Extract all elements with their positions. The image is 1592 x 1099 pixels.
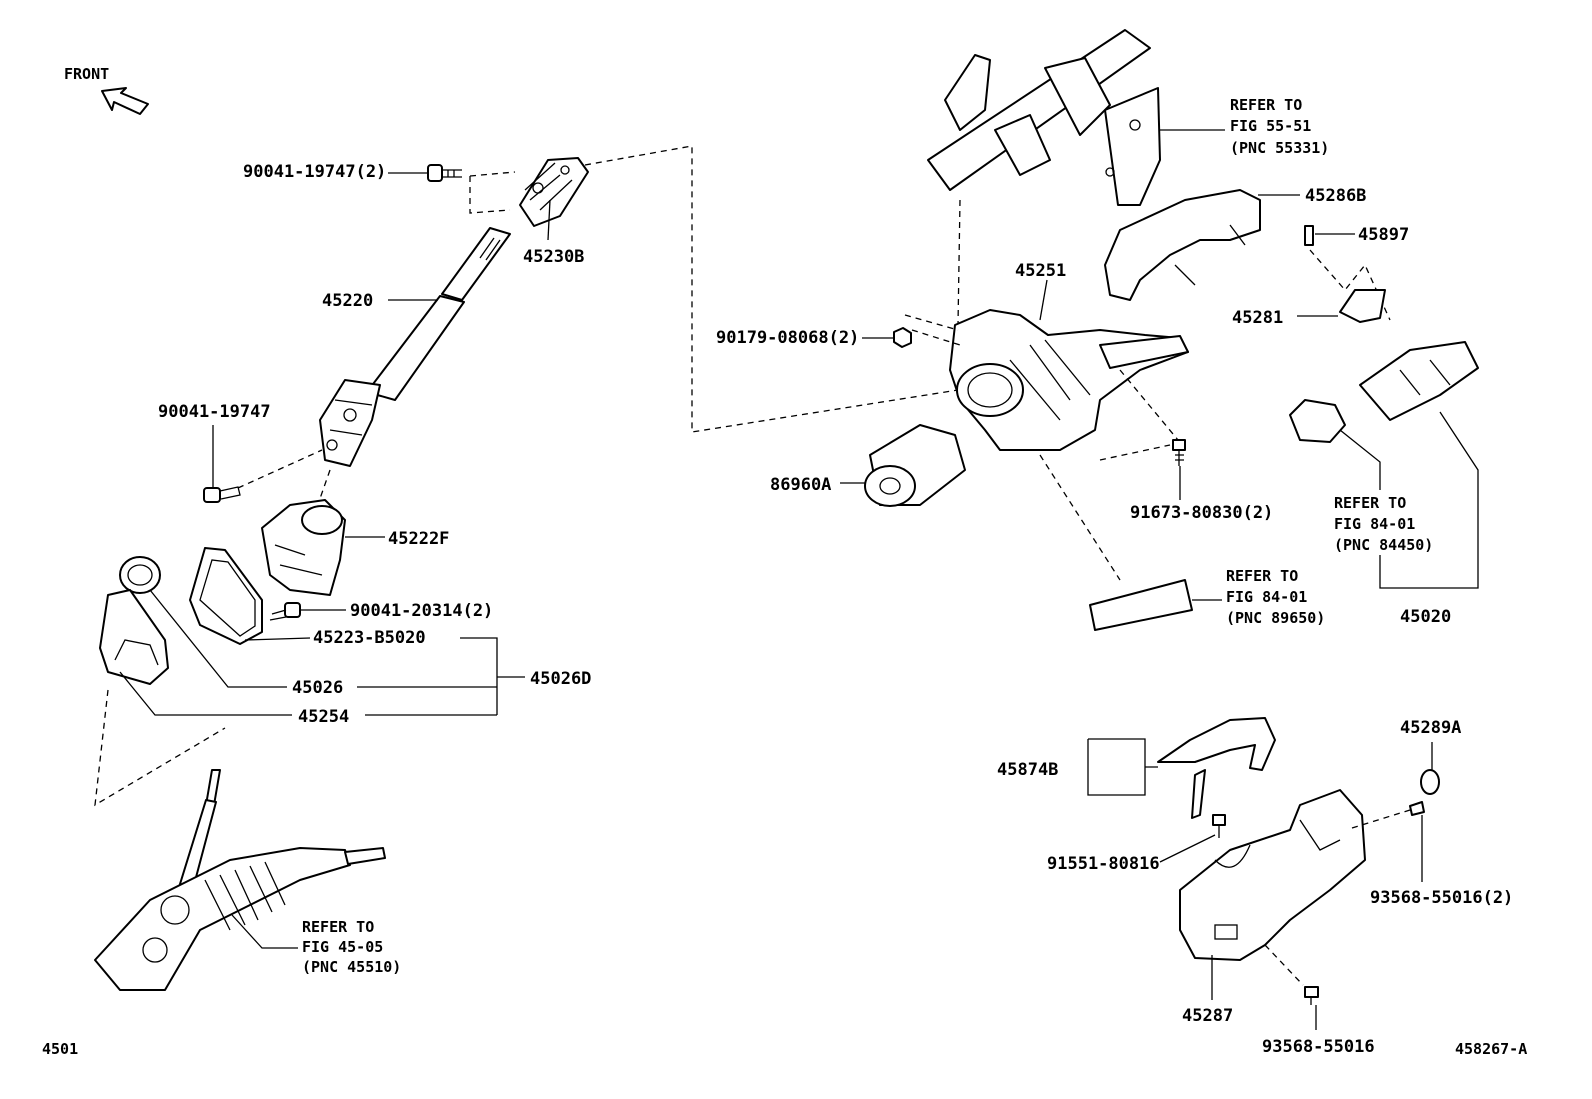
steering-boot-45222f: [261, 499, 346, 596]
label-93568-55016-2: 93568-55016(2): [1370, 888, 1513, 908]
pin-45897: [1304, 225, 1314, 246]
label-90041-19747-2: 90041-19747(2): [243, 162, 386, 182]
label-91673-80830-2: 91673-80830(2): [1130, 503, 1273, 523]
ignition-lock-45020: [1359, 341, 1479, 421]
svg-text:FIG 55-51: FIG 55-51: [1230, 117, 1311, 135]
steering-gear-assembly: [94, 769, 386, 991]
column-cover-upper-45286b: [1104, 189, 1261, 301]
label-45254: 45254: [298, 707, 349, 727]
label-93568-55016: 93568-55016: [1262, 1037, 1375, 1057]
label-45223-b5020: 45223-B5020: [313, 628, 426, 648]
label-45220: 45220: [322, 291, 373, 311]
label-45281: 45281: [1232, 308, 1283, 328]
steering-column-assembly-45251: [949, 309, 1189, 451]
label-90041-20314-2: 90041-20314(2): [350, 601, 493, 621]
page-code-left: 4501: [42, 1040, 78, 1058]
refer-fig-55-51: REFER TO FIG 55-51 (PNC 55331): [1230, 96, 1329, 157]
bolt-90041-19747-2: [427, 164, 462, 182]
label-45289a: 45289A: [1400, 718, 1461, 738]
label-45230b: 45230B: [523, 247, 584, 267]
column-cover-45874b: [1157, 717, 1276, 819]
clip-45289a: [1420, 769, 1440, 795]
refer-fig-45-05: REFER TO FIG 45-05 (PNC 45510): [302, 918, 401, 976]
refer-fig-84-01-89650: REFER TO FIG 84-01 (PNC 89650): [1226, 567, 1325, 627]
label-45020: 45020: [1400, 607, 1451, 627]
label-90041-19747: 90041-19747: [158, 402, 271, 422]
eps-motor-86960a: [864, 424, 966, 507]
svg-text:REFER TO: REFER TO: [302, 918, 374, 936]
universal-joint-45230b: [519, 157, 589, 227]
bolt-91673-80830-2: [1172, 439, 1186, 466]
svg-text:(PNC 84450): (PNC 84450): [1334, 536, 1433, 554]
refer-fig-84-01-84450: REFER TO FIG 84-01 (PNC 84450): [1334, 494, 1433, 554]
bracket-45281: [1339, 289, 1386, 323]
label-45287: 45287: [1182, 1006, 1233, 1026]
bolt-90041-19747: [203, 486, 241, 503]
label-86960a: 86960A: [770, 475, 831, 495]
svg-text:(PNC 55331): (PNC 55331): [1230, 139, 1329, 157]
plug-45026: [119, 556, 161, 594]
switch-84450: [1289, 399, 1346, 443]
plate-45254: [99, 589, 169, 685]
cover-45223-b5020: [189, 547, 263, 645]
svg-text:REFER TO: REFER TO: [1230, 96, 1302, 114]
steering-intermediate-shaft-45220: [319, 227, 511, 467]
label-45026: 45026: [292, 678, 343, 698]
svg-text:(PNC 45510): (PNC 45510): [302, 958, 401, 976]
label-45222f: 45222F: [388, 529, 449, 549]
label-45251: 45251: [1015, 261, 1066, 281]
screw-93568-55016-2: [1409, 801, 1425, 816]
column-cover-lower-45287: [1179, 789, 1366, 961]
label-91551-80816: 91551-80816: [1047, 854, 1160, 874]
svg-text:REFER TO: REFER TO: [1334, 494, 1406, 512]
svg-text:FIG 45-05: FIG 45-05: [302, 938, 383, 956]
label-45897: 45897: [1358, 225, 1409, 245]
illustration-code: 458267-A: [1455, 1040, 1527, 1058]
nut-90179-08068-2: [893, 327, 912, 348]
label-90179-08068-2: 90179-08068(2): [716, 328, 859, 348]
label-45874b: 45874B: [997, 760, 1058, 780]
label-45026d: 45026D: [530, 669, 591, 689]
module-89650: [1089, 579, 1193, 631]
front-label: FRONT: [64, 65, 109, 83]
label-45286b: 45286B: [1305, 186, 1366, 206]
svg-text:REFER TO: REFER TO: [1226, 567, 1298, 585]
screw-91551-80816: [1212, 814, 1226, 838]
instrument-panel-reinforcement: [927, 29, 1161, 206]
svg-text:FIG 84-01: FIG 84-01: [1334, 515, 1415, 533]
front-arrow-icon: [101, 87, 149, 115]
bolt-90041-20314-2: [269, 602, 301, 621]
screw-93568-55016: [1304, 986, 1319, 1005]
svg-text:(PNC 89650): (PNC 89650): [1226, 609, 1325, 627]
svg-text:FIG 84-01: FIG 84-01: [1226, 588, 1307, 606]
